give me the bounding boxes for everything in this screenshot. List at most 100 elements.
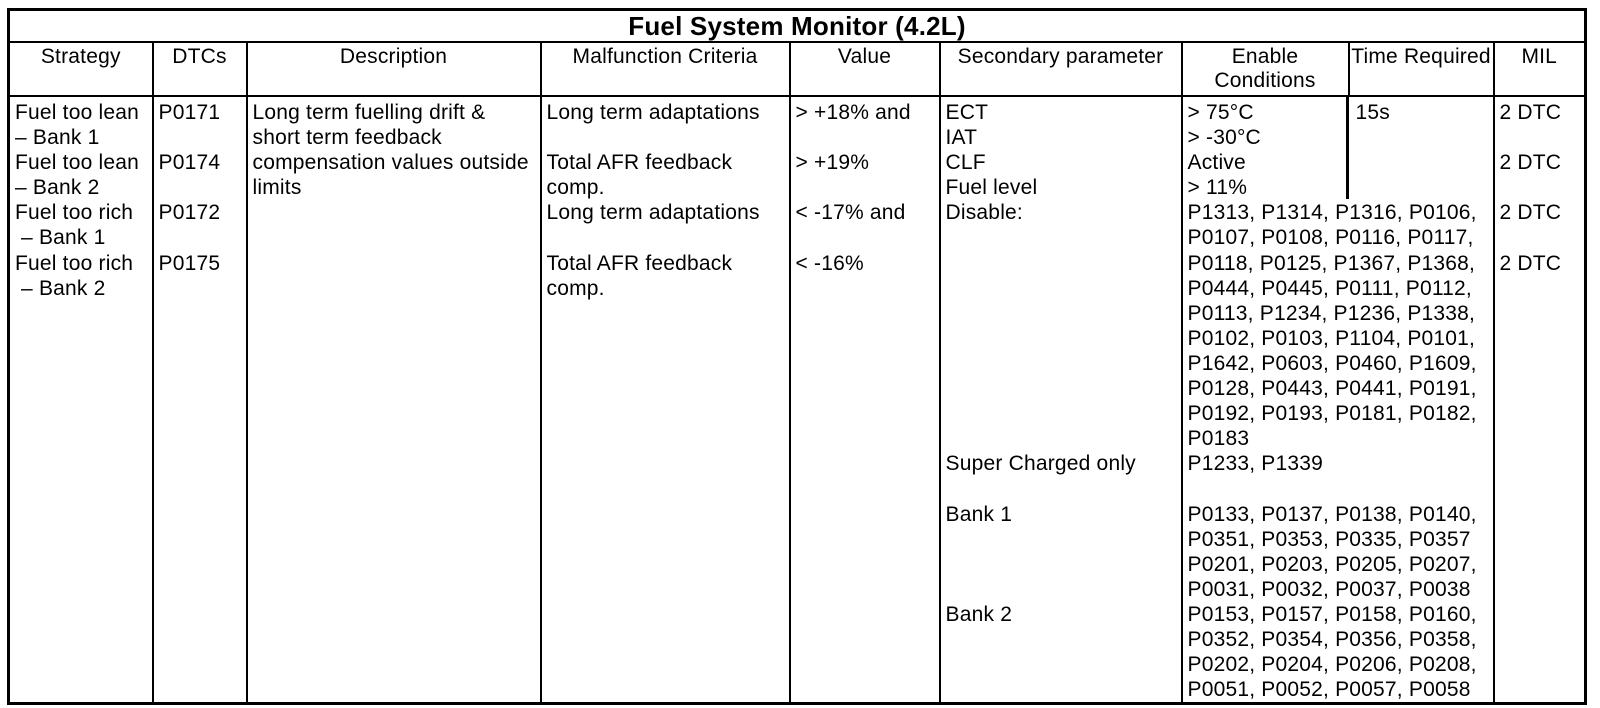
text-line: compensation values outside: [252, 151, 529, 175]
text-line: – Bank 2: [15, 176, 100, 200]
text-line: P0031, P0032, P0037, P0038: [1187, 577, 1471, 601]
text-line: CLF: [945, 151, 986, 175]
text-line: [547, 125, 789, 150]
text-line: [946, 527, 1181, 552]
text-line: [796, 125, 939, 150]
text-line: P0175: [158, 251, 221, 275]
column-header-secondary-parameter: Secondary parameter: [938, 41, 1183, 97]
text-line: P0171: [158, 101, 221, 124]
text-line: P1313, P1314, P1316, P0106,: [1187, 201, 1477, 225]
text-line: [159, 125, 246, 150]
text-line: [946, 426, 1181, 451]
column-header-value: Value: [788, 41, 941, 97]
text-line: Fuel too rich: [15, 251, 134, 275]
text-line: [1500, 225, 1585, 250]
text-line: Fuel level: [945, 176, 1038, 200]
text-line: Long term adaptations: [546, 101, 760, 124]
text-line: P0444, P0445, P0111, P0112,: [1187, 276, 1472, 300]
text-line: P0153, P0157, P0158, P0160,: [1187, 602, 1477, 626]
text-line: P0202, P0204, P0206, P0208,: [1187, 653, 1477, 677]
text-line: P0051, P0052, P0057, P0058: [1187, 678, 1471, 702]
text-line: P1233, P1339: [1187, 452, 1324, 476]
text-line: Total AFR feedback: [546, 251, 733, 275]
column-header-description: Description: [245, 41, 542, 97]
text-line: Bank 1: [945, 502, 1013, 526]
text-line: P0113, P1234, P1236, P1338,: [1187, 301, 1476, 325]
cell-mil: 2 DTC 2 DTC 2 DTC 2 DTC: [1492, 95, 1587, 705]
text-line: Fuel too lean: [15, 101, 140, 124]
text-line: – Bank 1: [15, 126, 100, 150]
text-line: [1500, 175, 1585, 200]
text-line: Total AFR feedback: [546, 151, 733, 175]
text-line: – Bank 1: [15, 226, 106, 250]
text-line: 2 DTC: [1499, 101, 1562, 124]
text-line: P0174: [158, 151, 221, 175]
text-line: IAT: [945, 126, 978, 150]
text-line: 2 DTC: [1499, 201, 1562, 225]
text-line: [946, 476, 1181, 501]
text-line: [159, 225, 246, 250]
text-line: P0201, P0203, P0205, P0207,: [1187, 552, 1477, 576]
text-line: [946, 351, 1181, 376]
text-line: [946, 276, 1181, 301]
text-line: Long term adaptations: [546, 201, 760, 225]
enable-time-column-divider: [1345, 97, 1349, 199]
text-line: Active: [1187, 151, 1246, 175]
text-line: [1188, 476, 1493, 501]
value-lines: > +18% and> +19%< -17% and< -16%: [791, 97, 939, 276]
column-header-dtcs: DTCs: [151, 41, 248, 97]
text-line: > +19%: [795, 151, 870, 175]
text-line: P0172: [158, 201, 221, 225]
text-line: [796, 175, 939, 200]
text-line: Fuel too rich: [15, 201, 134, 225]
text-line: [796, 225, 939, 250]
text-line: P0352, P0354, P0356, P0358,: [1187, 627, 1477, 651]
text-line: [946, 552, 1181, 577]
text-line: [547, 225, 789, 250]
text-line: [946, 326, 1181, 351]
text-line: short term feedback: [252, 126, 442, 150]
text-line: Disable:: [945, 201, 1023, 225]
description-lines: Long term fuelling drift &short term fee…: [248, 97, 540, 200]
text-line: 2 DTC: [1499, 251, 1562, 275]
title-row: Fuel System Monitor (4.2L): [7, 8, 1587, 43]
text-line: P1642, P0603, P0460, P1609,: [1187, 351, 1477, 375]
time-required-value: 15s: [1355, 101, 1390, 124]
text-line: > -30°C: [1187, 126, 1261, 150]
text-line: [1500, 125, 1585, 150]
text-line: P0107, P0108, P0116, P0117,: [1187, 226, 1474, 250]
text-line: Bank 2: [945, 602, 1013, 626]
column-header-mil: MIL: [1492, 41, 1587, 97]
column-header-strategy: Strategy: [7, 41, 154, 97]
text-line: P0351, P0353, P0335, P0357: [1187, 527, 1471, 551]
text-line: P0128, P0443, P0441, P0191,: [1187, 377, 1477, 401]
text-line: limits: [252, 176, 302, 200]
text-line: > 11%: [1187, 176, 1248, 200]
cell-description: Long term fuelling drift &short term fee…: [245, 95, 542, 705]
text-line: [946, 225, 1181, 250]
mil-lines: 2 DTC 2 DTC 2 DTC 2 DTC: [1495, 97, 1585, 276]
text-line: comp.: [546, 176, 605, 200]
table-title: Fuel System Monitor (4.2L): [7, 8, 1587, 43]
text-line: [946, 376, 1181, 401]
column-header-time-required: Time Required: [1347, 41, 1495, 97]
text-line: [946, 401, 1181, 426]
text-line: P0102, P0103, P1104, P0101,: [1187, 326, 1476, 350]
text-line: P0192, P0193, P0181, P0182,: [1187, 402, 1477, 426]
text-line: 2 DTC: [1499, 151, 1562, 175]
text-line: Super Charged only: [945, 452, 1136, 476]
text-line: > +18% and: [795, 101, 911, 124]
column-header-malfunction-criteria: Malfunction Criteria: [539, 41, 791, 97]
text-line: > 75°C: [1187, 101, 1254, 124]
text-line: – Bank 2: [15, 276, 106, 300]
text-line: [946, 577, 1181, 602]
text-line: [159, 175, 246, 200]
